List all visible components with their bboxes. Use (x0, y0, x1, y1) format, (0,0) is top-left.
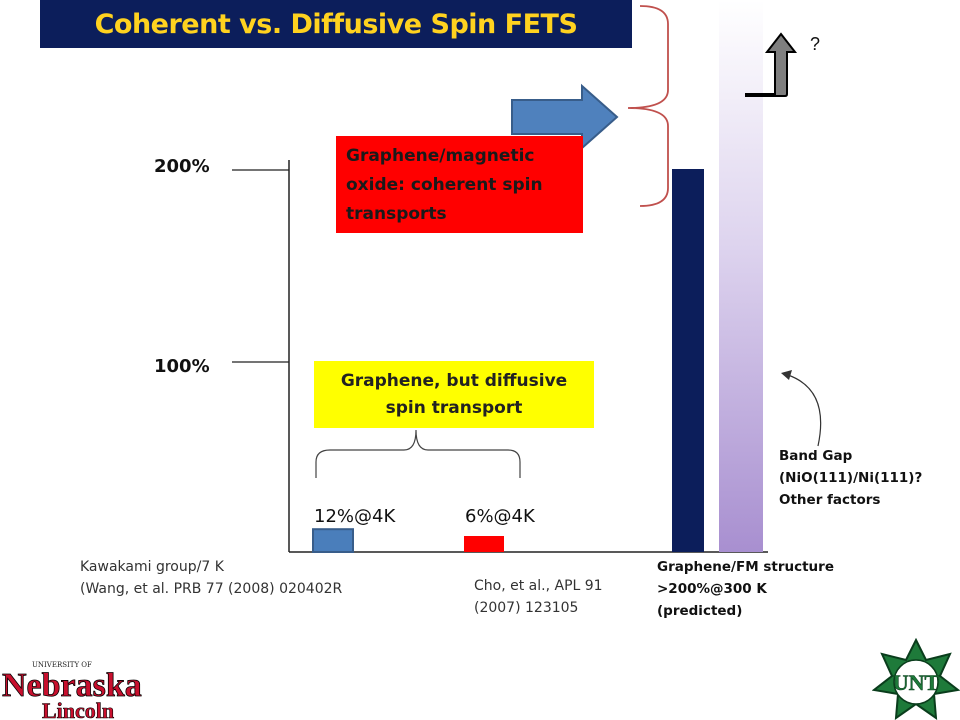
curved-arrow (787, 374, 822, 447)
curved-arrow-head (781, 370, 792, 380)
diffusive-spin-line-1: Graphene, but diffusive (340, 371, 568, 391)
bar-cho (464, 536, 504, 552)
kawakami-ref-line-1: Kawakami group/7 K (80, 559, 224, 575)
graphene-fm-line-1: Graphene/FM structure (657, 559, 834, 575)
cho-reference: Cho, et al., APL 91 (2007) 123105 (474, 575, 603, 619)
coherent-spin-line-3: transports (346, 204, 447, 224)
gray-bent-arrow (745, 32, 798, 97)
y-tick-label-200: 200% (154, 156, 210, 177)
diffusive-spin-line-2: spin transport (385, 398, 523, 418)
coherent-spin-line-1: Graphene/magnetic (346, 146, 535, 166)
right-brace (627, 5, 669, 207)
data-label-kawakami: 12%@4K (314, 506, 396, 527)
y-tick-label-100: 100% (154, 356, 210, 377)
question-mark: ? (810, 34, 821, 54)
unt-logo: UNT (872, 638, 960, 720)
svg-text:UNT: UNT (893, 670, 940, 695)
nebraska-logo: UNIVERSITY OF Nebraska Lincoln (2, 661, 142, 720)
band-gap-line-1: Band Gap (779, 448, 853, 464)
diffusive-spin-box: Graphene, but diffusive spin transport (314, 361, 594, 428)
bar-graphene-fm (672, 169, 704, 552)
band-gap-line-2: (NiO(111)/Ni(111)? (779, 470, 923, 486)
graphene-fm-line-2: >200%@300 K (657, 581, 767, 597)
svg-text:Lincoln: Lincoln (42, 698, 114, 720)
svg-text:UNIVERSITY OF: UNIVERSITY OF (32, 661, 92, 669)
band-gap-line-3: Other factors (779, 492, 881, 508)
kawakami-reference: Kawakami group/7 K (Wang, et al. PRB 77 … (80, 556, 342, 600)
kawakami-ref-line-2: (Wang, et al. PRB 77 (2008) 020402R (80, 581, 343, 597)
bar-kawakami (312, 528, 354, 554)
slide-title: Coherent vs. Diffusive Spin FETS (94, 8, 578, 40)
cho-ref-line-2: (2007) 123105 (474, 600, 579, 616)
lower-brace (315, 429, 521, 478)
coherent-spin-box: Graphene/magnetic oxide: coherent spin t… (336, 136, 583, 233)
band-gap-note: Band Gap (NiO(111)/Ni(111)? Other factor… (779, 445, 922, 511)
svg-text:Nebraska: Nebraska (2, 667, 142, 704)
blue-arrow (511, 83, 619, 151)
coherent-spin-line-2: oxide: coherent spin (346, 175, 543, 195)
bar-band-gap (719, 0, 763, 552)
graphene-fm-line-3: (predicted) (657, 603, 743, 619)
title-bar: Coherent vs. Diffusive Spin FETS (40, 0, 632, 48)
cho-ref-line-1: Cho, et al., APL 91 (474, 578, 603, 594)
data-label-cho: 6%@4K (465, 506, 535, 527)
graphene-fm-note: Graphene/FM structure >200%@300 K (predi… (657, 556, 834, 622)
